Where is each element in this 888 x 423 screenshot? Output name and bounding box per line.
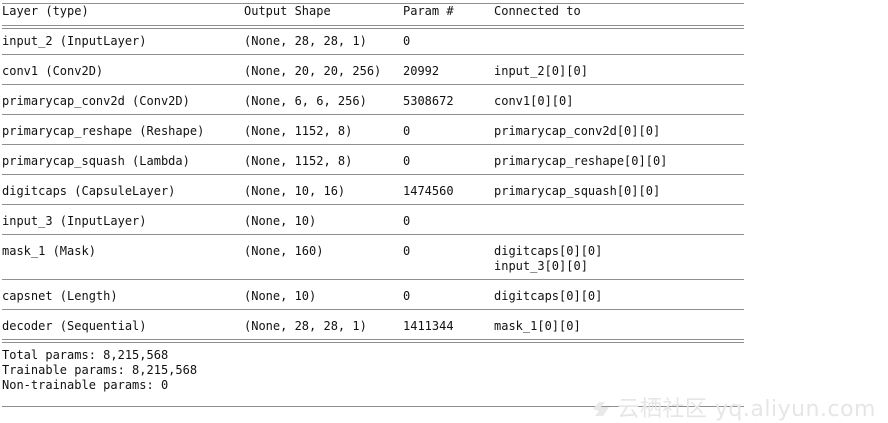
output-shape-cell: (None, 20, 20, 256) — [244, 64, 382, 78]
param-count-cell: 0 — [403, 214, 411, 228]
cloud-logo-icon — [593, 402, 610, 416]
header-connected-to: Connected to — [494, 4, 581, 18]
param-count-cell: 0 — [403, 154, 411, 168]
layer-name-cell: primarycap_reshape (Reshape) — [2, 124, 205, 138]
row-separator — [2, 114, 744, 115]
top-rule — [2, 3, 744, 4]
row-separator — [2, 234, 744, 235]
header-layer: Layer (type) — [2, 4, 89, 18]
param-count-cell: 1474560 — [403, 184, 454, 198]
layer-name-cell: capsnet (Length) — [2, 289, 118, 303]
output-shape-cell: (None, 10, 16) — [244, 184, 346, 198]
connected-to-cell: primarycap_squash[0][0] — [494, 184, 661, 198]
non-trainable-params: Non-trainable params: 0 — [2, 378, 169, 392]
bottom-rule — [2, 406, 744, 407]
row-separator — [2, 174, 744, 175]
connected-to-cell: digitcaps[0][0] — [494, 244, 603, 258]
param-totals: Total params: 8,215,568 Trainable params… — [2, 348, 197, 393]
watermark: 云栖社区 yq.aliyun.com — [576, 366, 876, 423]
trainable-params: Trainable params: 8,215,568 — [2, 363, 198, 377]
connected-to-cell: conv1[0][0] — [494, 94, 574, 108]
layer-name-cell: conv1 (Conv2D) — [2, 64, 104, 78]
row-separator — [2, 204, 744, 205]
row-separator — [2, 144, 744, 145]
layer-name-cell: digitcaps (CapsuleLayer) — [2, 184, 176, 198]
param-count-cell: 20992 — [403, 64, 440, 78]
output-shape-cell: (None, 1152, 8) — [244, 124, 353, 138]
param-count-cell: 0 — [403, 289, 411, 303]
header-output-shape: Output Shape — [244, 4, 331, 18]
layer-name-cell: mask_1 (Mask) — [2, 244, 96, 258]
row-separator — [2, 54, 744, 55]
param-count-cell: 0 — [403, 34, 411, 48]
output-shape-cell: (None, 10) — [244, 214, 317, 228]
total-params: Total params: 8,215,568 — [2, 348, 169, 362]
connected-to-cell: primarycap_reshape[0][0] — [494, 154, 668, 168]
output-shape-cell: (None, 6, 6, 256) — [244, 94, 367, 108]
output-shape-cell: (None, 28, 28, 1) — [244, 319, 367, 333]
output-shape-cell: (None, 160) — [244, 244, 324, 258]
param-count-cell: 1411344 — [403, 319, 454, 333]
connected-to-cell: input_3[0][0] — [494, 259, 588, 273]
layer-name-cell: primarycap_squash (Lambda) — [2, 154, 190, 168]
param-count-cell: 0 — [403, 124, 411, 138]
output-shape-cell: (None, 28, 28, 1) — [244, 34, 367, 48]
connected-to-cell: input_2[0][0] — [494, 64, 588, 78]
output-shape-cell: (None, 1152, 8) — [244, 154, 353, 168]
row-separator — [2, 279, 744, 280]
row-separator — [2, 309, 744, 310]
row-separator — [2, 84, 744, 85]
output-shape-cell: (None, 10) — [244, 289, 317, 303]
header-params: Param # — [403, 4, 454, 18]
connected-to-cell: mask_1[0][0] — [494, 319, 581, 333]
header-rule — [2, 25, 744, 29]
connected-to-cell: digitcaps[0][0] — [494, 289, 603, 303]
watermark-text: 云栖社区 yq.aliyun.com — [617, 397, 876, 422]
param-count-cell: 0 — [403, 244, 411, 258]
param-count-cell: 5308672 — [403, 94, 454, 108]
layer-name-cell: primarycap_conv2d (Conv2D) — [2, 94, 190, 108]
connected-to-cell: primarycap_conv2d[0][0] — [494, 124, 661, 138]
layer-name-cell: decoder (Sequential) — [2, 319, 147, 333]
footer-rule — [2, 339, 744, 343]
layer-name-cell: input_2 (InputLayer) — [2, 34, 147, 48]
layer-name-cell: input_3 (InputLayer) — [2, 214, 147, 228]
